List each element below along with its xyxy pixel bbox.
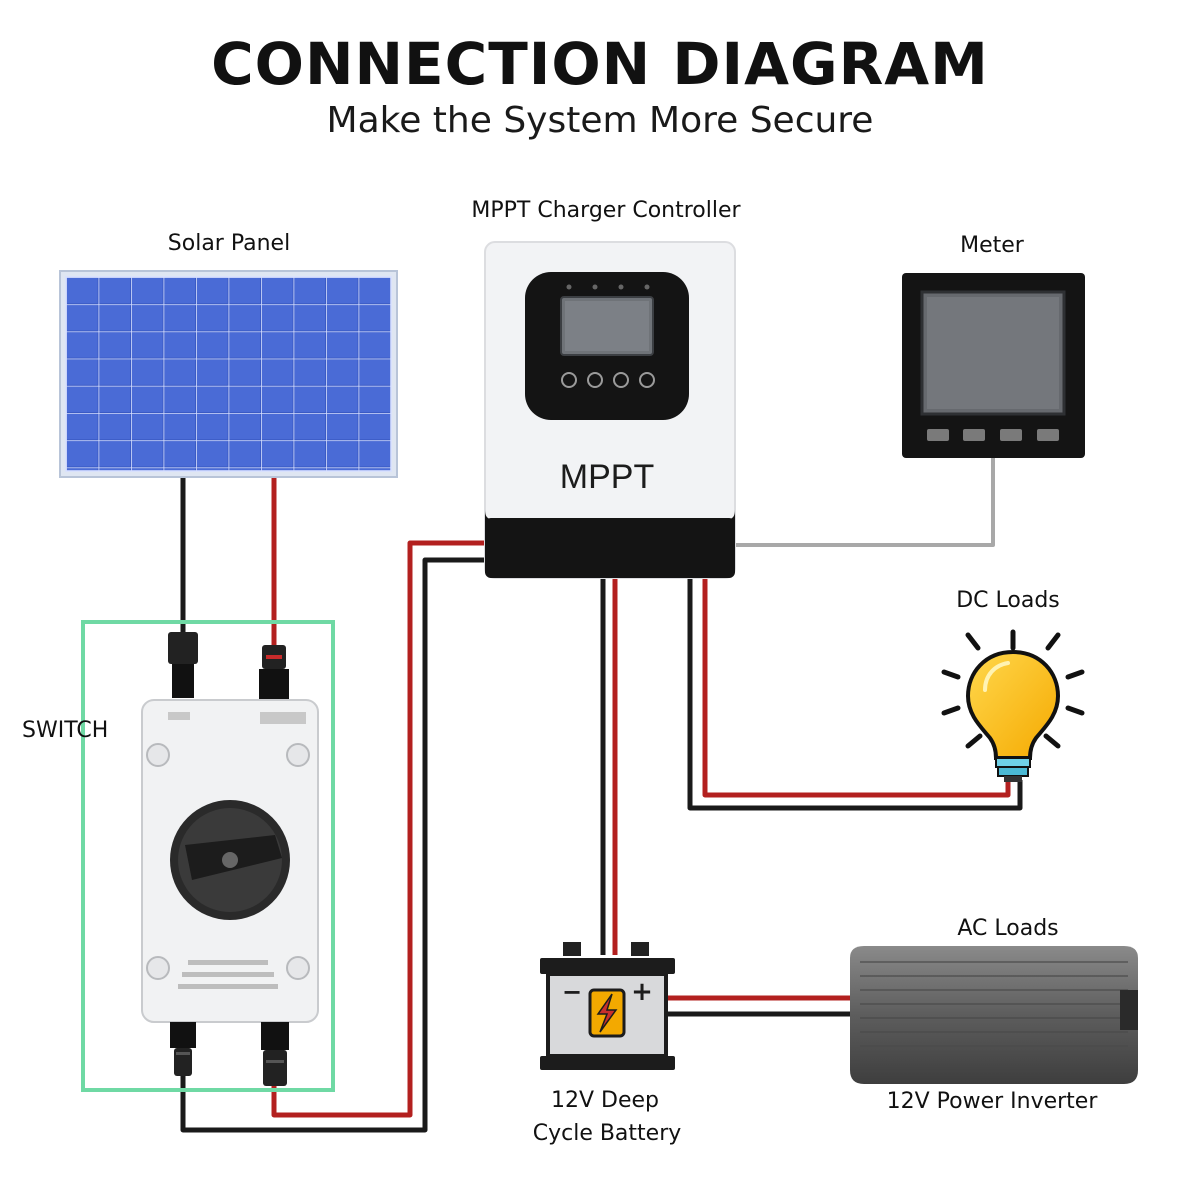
switch-frame — [81, 620, 335, 1092]
switch-top-connector-negative — [168, 632, 198, 698]
dcload-negative-wire — [687, 578, 1023, 811]
wires — [180, 455, 1023, 1133]
battery-label-line1: 12V Deep — [550, 1088, 660, 1113]
solar-panel — [59, 270, 398, 478]
meter — [902, 273, 1085, 458]
switch-top-connector-positive — [259, 645, 289, 699]
switch-bottom-connector-positive — [261, 1022, 289, 1086]
solar-panel-label: Solar Panel — [167, 231, 291, 256]
meter-signal-wire — [733, 455, 995, 547]
battery-negative-symbol: − — [562, 978, 582, 1006]
dc-loads-label: DC Loads — [956, 588, 1060, 613]
switch-negative-wire — [180, 557, 488, 1133]
dcload-positive-wire — [702, 578, 1011, 798]
battery-positive-symbol: + — [631, 977, 653, 1007]
controller-label: MPPT Charger Controller — [471, 198, 741, 223]
mppt-controller — [484, 241, 736, 579]
battery — [540, 942, 675, 1070]
dc-isolator-switch — [81, 620, 335, 1092]
battery-label-line2: Cycle Battery — [532, 1121, 682, 1146]
controller-brand-text: MPPT — [560, 458, 654, 496]
page-subtitle: Make the System More Secure — [326, 100, 874, 141]
power-inverter — [850, 946, 1138, 1084]
page-title: CONNECTION DIAGRAM — [211, 30, 989, 98]
inverter-label: 12V Power Inverter — [886, 1089, 1098, 1114]
switch-label: SWITCH — [22, 718, 109, 743]
meter-label: Meter — [960, 233, 1024, 258]
switch-bottom-connector-negative — [170, 1022, 196, 1076]
light-bulb — [941, 629, 1085, 782]
ac-loads-label: AC Loads — [957, 916, 1059, 941]
switch-positive-wire — [271, 540, 488, 1118]
